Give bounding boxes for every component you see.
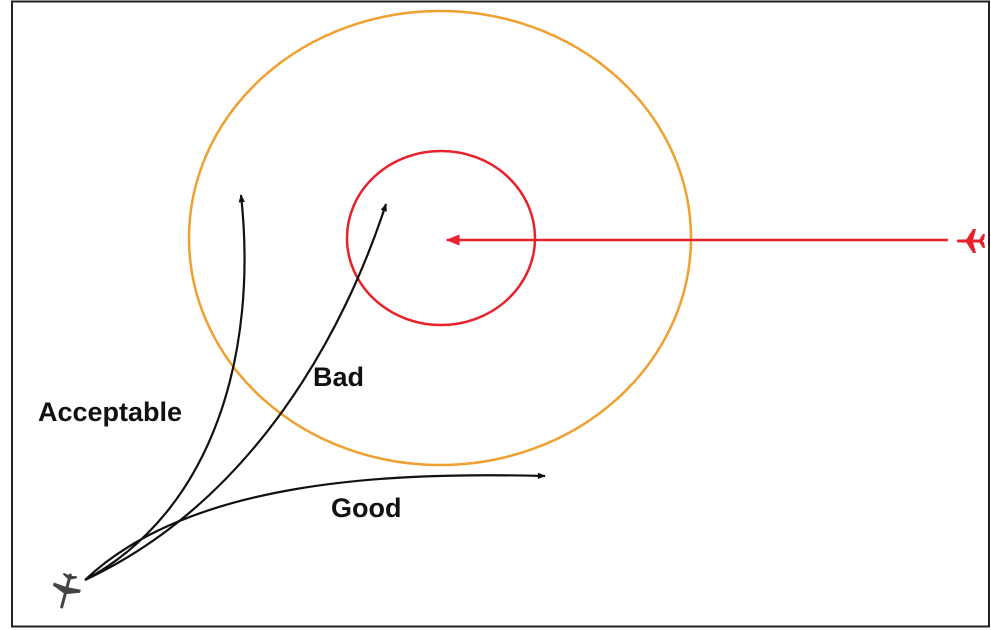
intruder-airplane-icon (957, 229, 985, 253)
outer-zone-circle (187, 9, 693, 467)
ownship-airplane-icon (52, 572, 81, 609)
diagram-border (11, 0, 990, 628)
good-path (84, 472, 546, 581)
bad-path (84, 203, 388, 581)
acceptable-label: Acceptable (38, 397, 182, 427)
bad-label: Bad (313, 362, 364, 392)
good-label: Good (331, 493, 401, 523)
acceptable-path (84, 194, 246, 581)
inner-zone-circle (345, 149, 537, 327)
